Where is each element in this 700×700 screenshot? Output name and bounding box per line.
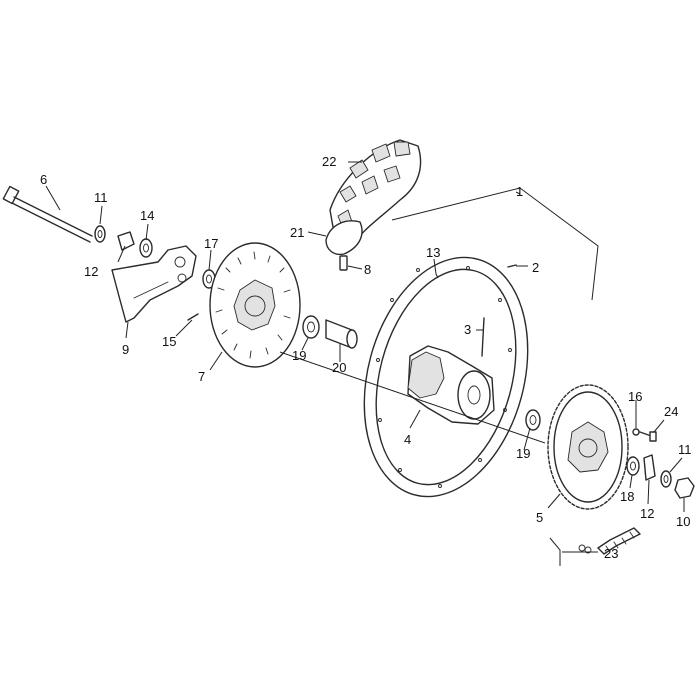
screw-15 xyxy=(187,313,199,321)
callout-13: 13 xyxy=(426,245,440,260)
chain-adjuster-left xyxy=(117,231,135,251)
callout-numbers: 1 2 3 4 5 6 7 8 9 10 11 11 12 12 13 14 1… xyxy=(40,154,692,561)
washer-right xyxy=(660,470,672,488)
sprocket-bolt xyxy=(639,431,657,442)
callout-7: 7 xyxy=(198,369,205,384)
hub xyxy=(407,345,495,425)
valve xyxy=(339,255,348,271)
spacer-14 xyxy=(139,238,153,258)
callout-18: 18 xyxy=(620,489,634,504)
callout-1: 1 xyxy=(516,184,523,199)
callout-20: 20 xyxy=(332,360,346,375)
inner-tube xyxy=(325,220,363,256)
callout-14: 14 xyxy=(140,208,154,223)
callout-15: 15 xyxy=(162,334,176,349)
brake-disc xyxy=(209,242,301,368)
callout-9: 9 xyxy=(122,342,129,357)
callout-19a: 19 xyxy=(292,348,306,363)
callout-24: 24 xyxy=(664,404,678,419)
spoke-nipple xyxy=(507,264,517,268)
spacer-tube xyxy=(325,319,358,349)
axle-nut xyxy=(674,477,695,499)
sprocket-nut xyxy=(632,428,640,436)
axle xyxy=(2,185,93,243)
chain-adjuster-right xyxy=(643,454,656,481)
callout-11a: 11 xyxy=(94,190,108,205)
callout-6: 6 xyxy=(40,172,47,187)
bearing-19-right xyxy=(525,409,541,431)
callout-10: 10 xyxy=(676,514,690,529)
callout-3: 3 xyxy=(464,322,471,337)
caliper-bracket xyxy=(111,245,197,323)
washer-left xyxy=(94,225,106,243)
callout-11b: 11 xyxy=(678,442,692,457)
callout-8: 8 xyxy=(364,262,371,277)
spacer-18 xyxy=(626,456,640,476)
spoke xyxy=(481,317,485,357)
leader-lines xyxy=(45,161,685,566)
callout-21: 21 xyxy=(290,225,304,240)
chain xyxy=(578,527,641,555)
bearing-19-left xyxy=(302,315,320,339)
tyre-section xyxy=(329,139,422,247)
callout-22: 22 xyxy=(322,154,336,169)
callout-12a: 12 xyxy=(84,264,98,279)
callout-16: 16 xyxy=(628,389,642,404)
callout-19b: 19 xyxy=(516,446,530,461)
callout-12b: 12 xyxy=(640,506,654,521)
sprocket xyxy=(547,384,629,510)
callout-2: 2 xyxy=(532,260,539,275)
callout-5: 5 xyxy=(536,510,543,525)
callout-17: 17 xyxy=(204,236,218,251)
callout-4: 4 xyxy=(404,432,411,447)
callout-23: 23 xyxy=(604,546,618,561)
